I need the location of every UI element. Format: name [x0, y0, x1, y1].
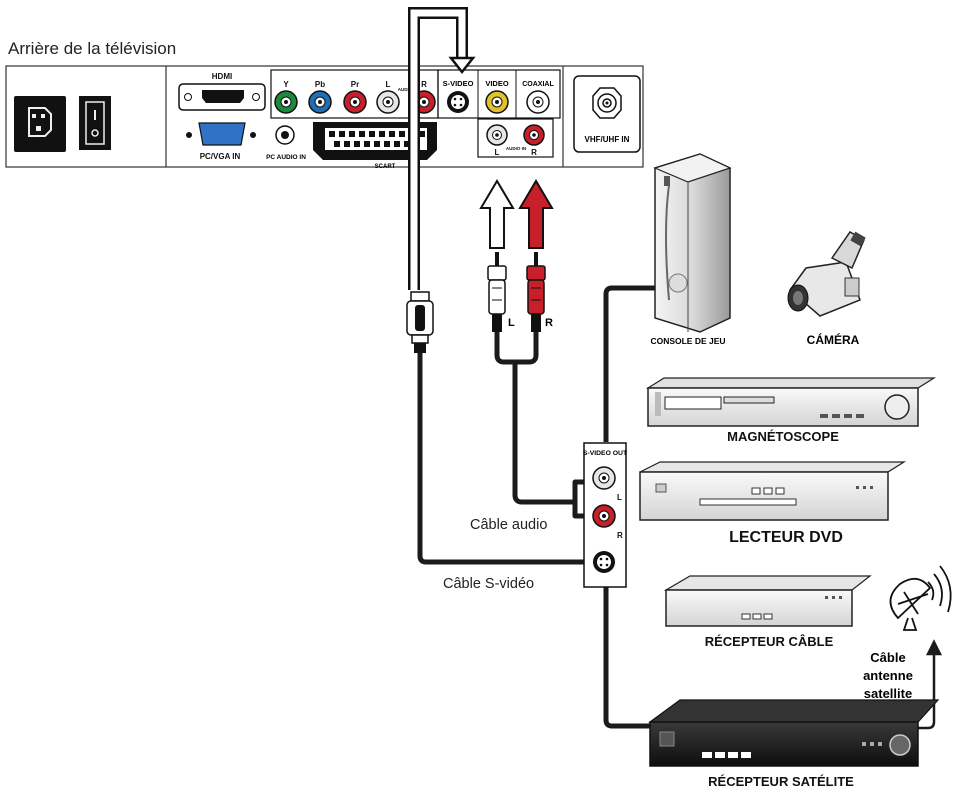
audio-in-l-jack	[486, 124, 508, 146]
s-video-plug	[406, 291, 434, 353]
power-socket-icon	[14, 96, 66, 152]
satellite-receiver-icon	[648, 699, 940, 767]
plug-left-label: L	[508, 317, 515, 329]
hdmi-label: HDMI	[212, 72, 232, 81]
cable-receiver-icon	[663, 575, 872, 627]
pr-label: Pr	[351, 80, 359, 89]
audio-in-l-label: L	[495, 148, 500, 157]
y-label: Y	[283, 80, 289, 89]
vcr-icon	[645, 377, 937, 427]
s-video-out-label: S-VIDEO OUT	[583, 450, 628, 457]
audio-r-label: R	[421, 80, 427, 89]
audio-r-arrow-icon	[518, 179, 554, 249]
vga-port	[186, 122, 256, 146]
satellite-antenna-cable	[918, 639, 943, 730]
dvd-label: LECTEUR DVD	[729, 529, 843, 546]
audio-l-label: L	[386, 80, 391, 89]
coaxial-jack	[526, 90, 550, 114]
audio-in-label: AUDIO IN	[506, 146, 526, 151]
pb-label: Pb	[315, 80, 325, 89]
s-video-route	[408, 7, 476, 290]
audio-cable-label: Câble audio	[470, 517, 547, 533]
audio-l-arrow-icon	[479, 179, 515, 249]
cable-receiver-label: RÉCEPTEUR CÂBLE	[705, 634, 834, 649]
antenna-cable-line-2: antenne	[863, 668, 913, 683]
camera-label: CÁMÉRA	[807, 332, 860, 347]
hdmi-port	[178, 83, 266, 111]
vhf-uhf-port	[592, 87, 622, 119]
audio-small-label: AUDIO	[398, 87, 413, 92]
output-r-jack	[592, 504, 616, 528]
output-r-label: R	[617, 531, 623, 540]
y-jack	[274, 90, 298, 114]
game-console-icon	[653, 153, 732, 333]
s-video-cable	[417, 349, 595, 565]
satellite-dish-icon	[889, 565, 952, 631]
coaxial-label: COAXIAL	[522, 81, 554, 88]
tv-rear-panel: HDMI PC/VGA IN PC AUDIO IN Y Pb Pr L AUD…	[5, 65, 644, 170]
video-jack	[485, 90, 509, 114]
dvd-player-icon	[639, 461, 907, 521]
vcr-label: MAGNÉTOSCOPE	[727, 429, 839, 444]
plug-right-label: R	[545, 317, 553, 329]
pc-audio-label: PC AUDIO IN	[266, 154, 306, 161]
antenna-cable-line-1: Câble	[870, 650, 905, 665]
audio-cable	[494, 327, 597, 519]
console-label: CONSOLE DE JEU	[650, 336, 725, 346]
s-video-cable-label: Câble S-vidéo	[443, 576, 534, 592]
audio-in-r-label: R	[531, 148, 537, 157]
s-video-label: S-VIDEO	[443, 79, 474, 88]
video-label: VIDEO	[485, 79, 509, 88]
rca-plug-left	[487, 252, 507, 332]
diagram-title: Arrière de la télévision	[8, 39, 176, 58]
pc-vga-label: PC/VGA IN	[200, 152, 241, 161]
output-panel: S-VIDEO OUT L R	[583, 442, 628, 588]
audio-in-r-jack	[523, 124, 545, 146]
camcorder-icon	[787, 231, 866, 317]
output-s-video-port	[593, 551, 615, 573]
satellite-receiver-label: RÉCEPTEUR SATÉLITE	[708, 774, 854, 789]
rca-plug-right	[526, 252, 546, 332]
antenna-cable-line-3: satellite	[864, 686, 912, 701]
output-l-label: L	[617, 493, 622, 502]
pc-audio-jack	[275, 125, 295, 145]
scart-port	[313, 122, 437, 160]
pb-jack	[308, 90, 332, 114]
scart-label: SCART	[375, 164, 396, 170]
power-switch-icon	[79, 96, 111, 150]
device-link-cable	[603, 285, 655, 729]
audio-l-jack	[376, 90, 400, 114]
vhf-uhf-label: VHF/UHF IN	[585, 135, 630, 144]
pr-jack	[343, 90, 367, 114]
output-l-jack	[592, 466, 616, 490]
s-video-port	[447, 91, 469, 113]
